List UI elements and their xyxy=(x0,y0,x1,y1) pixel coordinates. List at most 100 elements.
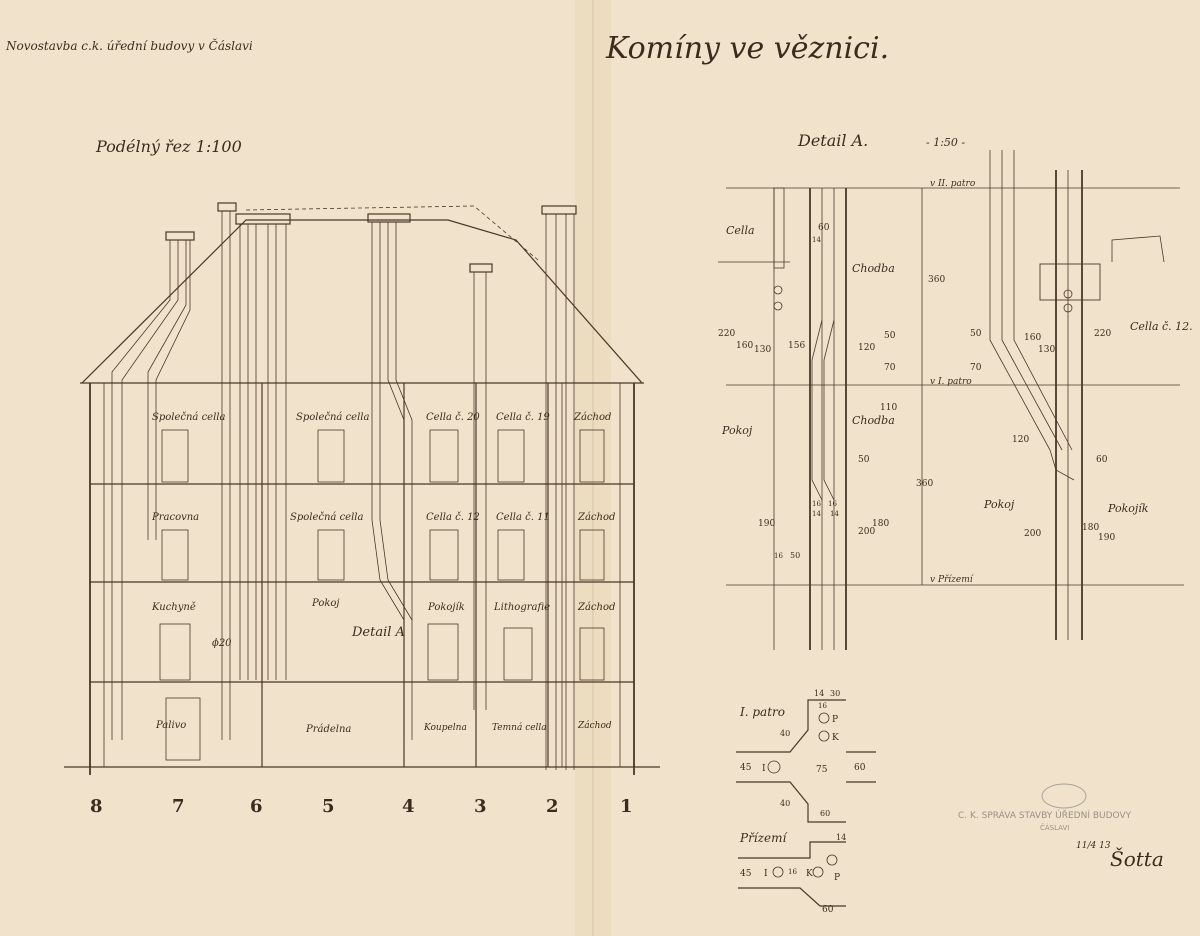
plan-flue xyxy=(767,760,781,774)
detail-a: Detail A. - 1:50 - v II. patro v I. patr… xyxy=(718,131,1193,650)
roof-ridge xyxy=(245,205,539,261)
detail-hatch-1 xyxy=(773,187,785,269)
detail-ceiling-r xyxy=(1111,235,1165,263)
dim: 16 xyxy=(812,500,821,508)
plan-wall-top xyxy=(736,699,846,753)
plan-i-patro: I. patro P K I 14 30 16 40 45 75 60 40 6… xyxy=(736,689,876,823)
chimney-cap-4 xyxy=(367,213,411,223)
dim: 16 xyxy=(774,552,783,560)
dim: 60 xyxy=(822,905,834,915)
plan-wall-bottom-2 xyxy=(738,887,846,907)
axis-number: 6 xyxy=(250,796,263,817)
door-kitchen xyxy=(159,623,191,681)
room-label: Koupelna xyxy=(423,723,467,733)
door-cell11 xyxy=(497,529,525,581)
dim: 120 xyxy=(858,343,875,353)
chimney-cap-6b xyxy=(235,213,291,225)
flue-7a xyxy=(111,240,171,740)
plan-flue xyxy=(812,866,824,878)
flue-label: I xyxy=(762,764,766,774)
roof-outline xyxy=(81,219,643,384)
room-label: Společná cella xyxy=(296,412,369,423)
dim: 160 xyxy=(736,341,753,351)
detail-room-label: Cella č. 12. xyxy=(1130,320,1193,333)
room-label: Lithografie xyxy=(493,602,550,613)
axis-number: 1 xyxy=(620,796,633,817)
room-label: Společná cella xyxy=(290,512,363,523)
stamp-text: C. K. SPRÁVA STAVBY ÚŘEDNÍ BUDOVY xyxy=(958,809,1132,821)
dim: 50 xyxy=(884,331,896,341)
room-label: Záchod xyxy=(573,412,611,423)
dim: 16 xyxy=(828,500,837,508)
plan-flue xyxy=(818,712,830,724)
dim: 60 xyxy=(820,809,830,818)
flue-label: I xyxy=(764,869,768,879)
detail-flue-r3 xyxy=(1013,150,1073,451)
dim: 14 xyxy=(830,510,839,518)
flue-4c xyxy=(387,222,405,740)
flue-label: P xyxy=(834,873,840,883)
room-label: Kuchyně xyxy=(151,602,196,613)
detail-room-label: Pokojík xyxy=(1107,502,1149,515)
dim: 120 xyxy=(1012,435,1029,445)
longitudinal-section: Podélný řez 1:100 xyxy=(64,137,660,817)
section-title: Podélný řez 1:100 xyxy=(95,137,242,156)
flue-4d xyxy=(395,222,413,740)
room-label: Cella č. 20 xyxy=(426,412,480,423)
chimney-cap-3 xyxy=(469,263,493,273)
room-label: Pracovna xyxy=(151,512,199,523)
detail-opening xyxy=(773,301,783,311)
detail-bend-r xyxy=(1049,449,1075,481)
flue-7c xyxy=(147,240,187,540)
dim: 14 xyxy=(836,833,846,842)
project-title: Novostavba c.k. úřední budovy v Čáslavi xyxy=(5,37,253,53)
dim: 14 xyxy=(812,510,821,518)
chimney-cap-7 xyxy=(165,231,195,241)
level-label: v II. patro xyxy=(930,179,976,189)
door-5-2 xyxy=(317,429,345,483)
dim: 160 xyxy=(1024,333,1041,343)
pipe-label: ϕ20 xyxy=(212,638,232,649)
dim: 45 xyxy=(740,869,752,879)
flue-4e xyxy=(371,519,405,621)
detail-title: Detail A. xyxy=(797,131,868,150)
door-wc0 xyxy=(579,627,605,681)
eagle-emblem xyxy=(1041,783,1087,809)
flue-4f xyxy=(379,519,413,621)
dim: 130 xyxy=(754,345,771,355)
axis-number: 7 xyxy=(172,796,185,817)
flue-label: P xyxy=(832,715,838,725)
dim: 40 xyxy=(780,799,790,808)
detail-hood-r xyxy=(1039,263,1101,301)
plan-flue xyxy=(772,866,784,878)
dim: 40 xyxy=(780,729,790,738)
dim: 14 xyxy=(812,236,821,244)
detail-room-label: Pokoj xyxy=(721,424,753,437)
plan-title: Přízemí xyxy=(739,831,788,845)
signature: Šotta xyxy=(1110,847,1164,871)
sheet-title: Komíny ve věznici. xyxy=(605,31,889,66)
axis-number: 3 xyxy=(474,796,487,817)
dim: 130 xyxy=(1038,345,1055,355)
door-pokojik xyxy=(427,623,459,681)
dim: 50 xyxy=(790,551,800,560)
dim: 75 xyxy=(816,765,828,775)
room-label: Palivo xyxy=(155,720,186,731)
detail-opening xyxy=(773,285,783,295)
detail-room-label: Chodba xyxy=(852,262,895,275)
detail-flue-r1 xyxy=(989,150,1051,451)
dim: 360 xyxy=(928,275,945,285)
axis-number: 2 xyxy=(546,796,559,817)
detail-room-label: Chodba xyxy=(852,414,895,427)
door-palivo xyxy=(165,697,201,761)
dim: 110 xyxy=(880,403,897,413)
dim: 70 xyxy=(970,363,982,373)
room-label: Cella č. 11 xyxy=(496,512,550,523)
dim: 220 xyxy=(1094,329,1111,339)
detail-offset-flue-2 xyxy=(823,319,835,501)
dim: 14 xyxy=(814,689,824,698)
room-label: Pokojík xyxy=(427,602,465,613)
dim: 30 xyxy=(830,689,840,698)
detail-opening xyxy=(1063,289,1073,299)
